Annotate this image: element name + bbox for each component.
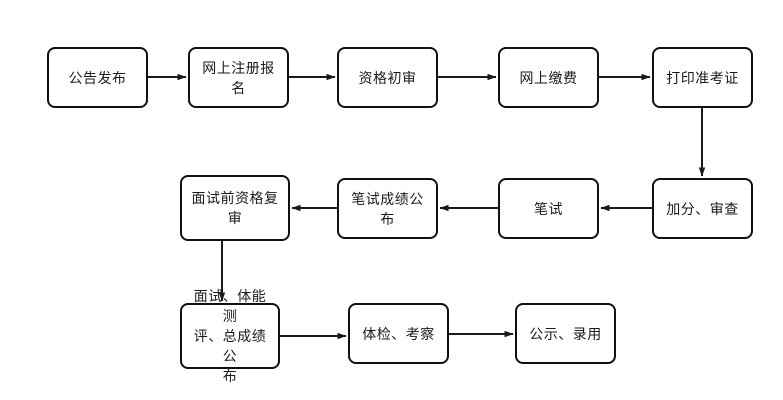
flowchart-node-n10[interactable]: 面试、体能测 评、总成绩公 布 xyxy=(180,288,280,384)
flowchart-node-label: 打印准考证 xyxy=(666,69,739,86)
flowchart-node-label: 公示、录用 xyxy=(529,325,602,342)
flowchart-node-label: 公告发布 xyxy=(68,69,127,86)
flowchart-node-label: 体检、考察 xyxy=(362,325,435,342)
flowchart-node-n9[interactable]: 面试前资格复 审 xyxy=(180,175,290,241)
flowchart-node-n6[interactable]: 加分、审查 xyxy=(652,178,753,239)
flowchart-node-n1[interactable]: 公告发布 xyxy=(47,47,148,108)
flowchart-node-n8[interactable]: 笔试成绩公布 xyxy=(337,178,438,239)
flowchart-node-label: 网上缴费 xyxy=(519,69,578,86)
flowchart-node-n12[interactable]: 公示、录用 xyxy=(515,303,616,364)
flowchart-node-label: 资格初审 xyxy=(358,69,417,86)
flowchart-node-n2[interactable]: 网上注册报名 xyxy=(188,47,289,108)
flowchart-node-label: 笔试成绩公布 xyxy=(351,190,424,227)
flowchart-node-label: 面试前资格复 审 xyxy=(191,190,279,226)
flowchart-node-label: 笔试 xyxy=(534,200,563,217)
flowchart-node-n11[interactable]: 体检、考察 xyxy=(348,303,449,364)
flowchart-node-n3[interactable]: 资格初审 xyxy=(337,47,438,108)
flowchart-node-n4[interactable]: 网上缴费 xyxy=(498,47,599,108)
flowchart-node-label: 加分、审查 xyxy=(666,200,739,217)
flowchart-node-label: 网上注册报名 xyxy=(202,59,275,96)
flowchart-node-n7[interactable]: 笔试 xyxy=(498,178,599,239)
flowchart-node-label: 面试、体能测 评、总成绩公 布 xyxy=(193,288,267,384)
flowchart-node-n5[interactable]: 打印准考证 xyxy=(652,47,753,108)
